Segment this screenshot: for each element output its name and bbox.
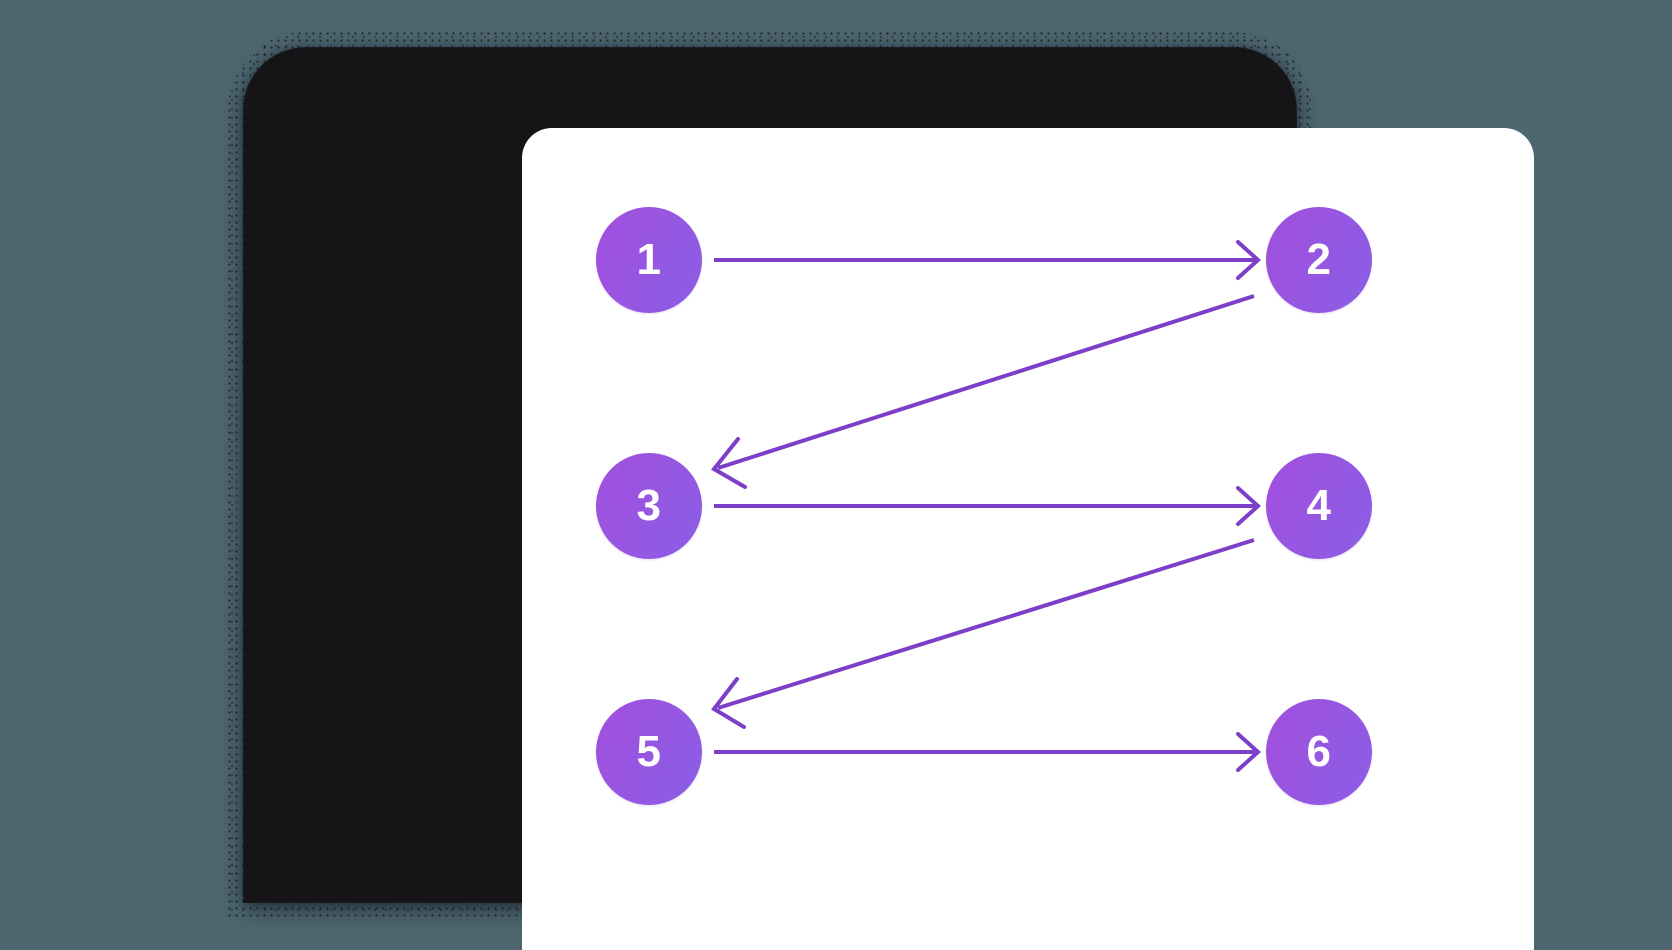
edge-4-to-5[interactable] xyxy=(711,538,1255,729)
device-frame: 1 2 3 4 5 6 xyxy=(228,32,1534,950)
edge-1-to-2[interactable] xyxy=(714,240,1261,280)
edge-2-to-3-arrowhead xyxy=(710,437,747,489)
flow-diagram xyxy=(710,240,1261,772)
node-4[interactable]: 4 xyxy=(1266,453,1372,559)
node-6-label: 6 xyxy=(1306,727,1332,776)
edge-2-to-3[interactable] xyxy=(710,294,1255,489)
edges-group xyxy=(710,240,1261,772)
edge-3-to-4-arrowhead xyxy=(1236,486,1261,526)
edge-3-to-4[interactable] xyxy=(714,486,1261,526)
edge-1-to-2-arrowhead xyxy=(1236,240,1261,280)
edge-4-to-5-line xyxy=(717,538,1255,710)
node-1-label: 1 xyxy=(636,235,662,284)
node-5-label: 5 xyxy=(636,727,662,776)
edge-5-to-6-arrowhead xyxy=(1236,732,1261,772)
screenshot-stage: 1 2 3 4 5 6 xyxy=(228,32,1534,950)
node-1[interactable]: 1 xyxy=(596,207,702,313)
node-6[interactable]: 6 xyxy=(1266,699,1372,805)
node-3[interactable]: 3 xyxy=(596,453,702,559)
edge-2-to-3-line xyxy=(717,294,1255,470)
edge-4-to-5-arrowhead xyxy=(711,677,746,729)
node-5[interactable]: 5 xyxy=(596,699,702,805)
node-2-label: 2 xyxy=(1306,235,1332,284)
edge-5-to-6[interactable] xyxy=(714,732,1261,772)
node-4-label: 4 xyxy=(1306,481,1332,530)
node-2[interactable]: 2 xyxy=(1266,207,1372,313)
device-screen: 1 2 3 4 5 6 xyxy=(522,128,1534,950)
node-3-label: 3 xyxy=(636,481,662,530)
